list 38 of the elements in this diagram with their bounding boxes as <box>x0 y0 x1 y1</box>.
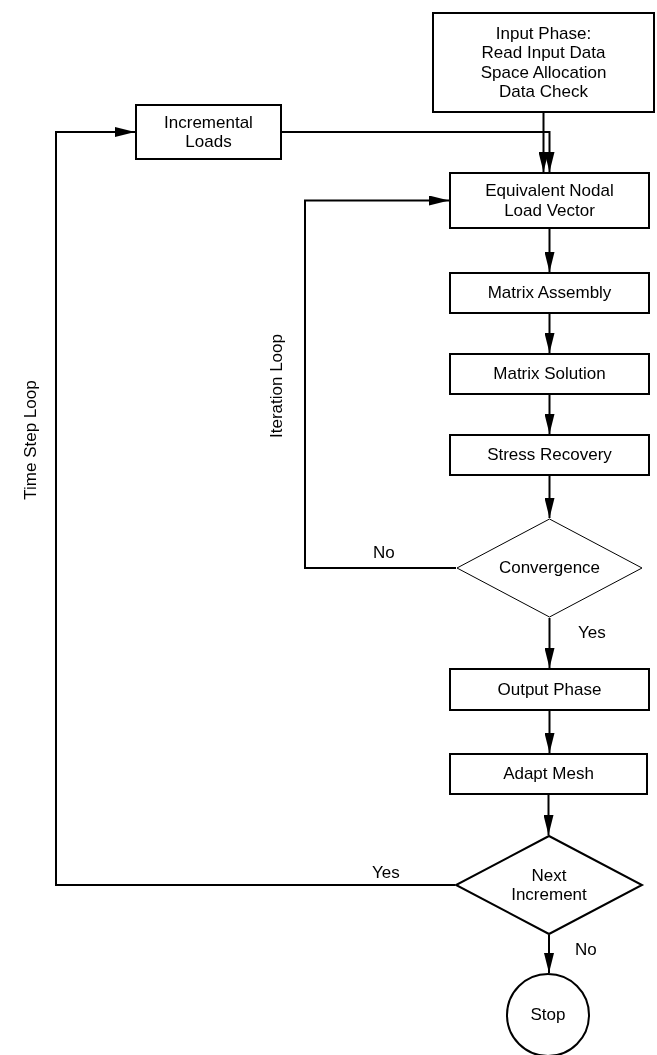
node-label: Output Phase <box>497 680 602 699</box>
arrow <box>544 313 555 354</box>
node-label: Input Phase: <box>495 24 592 44</box>
decision-diamond <box>455 835 643 935</box>
arrow <box>544 394 555 435</box>
loop-label: Iteration Loop <box>267 334 287 438</box>
process-box <box>449 753 648 795</box>
node-label: Equivalent Nodal Load Vector <box>484 181 615 220</box>
loop-label: Time Step Loop <box>20 380 41 500</box>
process-box <box>449 434 650 476</box>
arrow <box>538 112 549 173</box>
arrow <box>544 228 555 273</box>
process-box <box>449 272 650 314</box>
arrow <box>544 475 555 519</box>
node-label: Matrix Solution <box>493 364 606 384</box>
node-label: Read Input Data <box>481 43 606 63</box>
arrow <box>55 127 456 886</box>
process-box <box>135 104 282 160</box>
node-label: Space Allocation <box>480 62 607 82</box>
node-label: Convergence <box>498 558 601 578</box>
node-label: Matrix Assembly <box>487 283 612 303</box>
process-box <box>432 12 655 113</box>
arrow <box>544 710 555 754</box>
node-label: Stop <box>530 1005 566 1025</box>
node-label: Incremental Loads <box>163 112 254 152</box>
process-box <box>449 353 650 395</box>
arrow <box>544 617 555 669</box>
arrow <box>281 131 555 173</box>
arrow <box>304 195 457 569</box>
node-label: Stress Recovery <box>487 445 612 465</box>
node-label: Data Check <box>499 81 588 101</box>
decision-diamond <box>456 518 643 618</box>
arrow <box>543 794 554 836</box>
process-box <box>449 668 650 711</box>
node-label: Next Increment <box>510 865 588 905</box>
arrow <box>544 934 554 974</box>
process-box <box>449 172 650 229</box>
node-label: Adapt Mesh <box>503 764 594 784</box>
